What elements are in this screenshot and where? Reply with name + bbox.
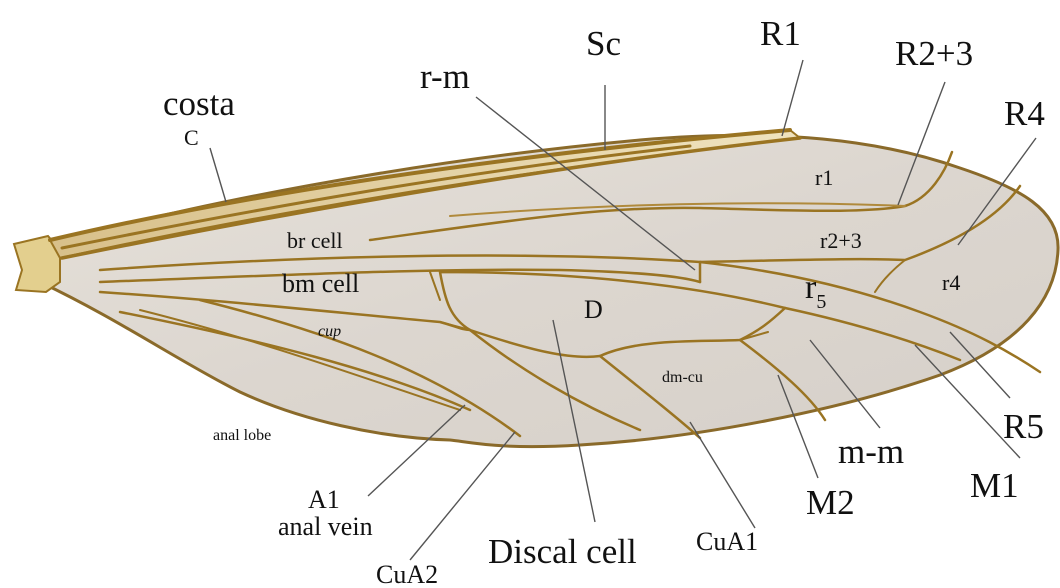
label-br-cell: br cell — [287, 228, 343, 253]
label-r5-cell-sub: 5 — [816, 291, 826, 313]
label-anal-lobe: anal lobe — [213, 427, 271, 444]
label-cua2: CuA2 — [376, 560, 438, 588]
label-m1: M1 — [970, 466, 1019, 505]
label-c: C — [184, 125, 199, 150]
label-r-m: r-m — [420, 57, 470, 96]
label-r1-cell: r1 — [815, 165, 833, 190]
label-cup: cup — [318, 323, 341, 340]
label-costa: costa — [163, 84, 235, 123]
label-r5-vein: R5 — [1003, 407, 1044, 446]
label-sc: Sc — [586, 24, 621, 63]
label-r1-vein: R1 — [760, 14, 801, 53]
label-r4-vein: R4 — [1004, 94, 1045, 133]
label-discal-cell: Discal cell — [488, 532, 637, 571]
label-anal-vein: anal vein — [278, 512, 373, 541]
label-cua1: CuA1 — [696, 527, 758, 556]
label-r2-3-vein: R2+3 — [895, 34, 973, 73]
label-r4-cell: r4 — [942, 270, 960, 295]
label-dm-cu: dm-cu — [662, 369, 703, 386]
wing-membrane — [40, 135, 1058, 446]
label-d: D — [584, 295, 603, 324]
label-bm-cell: bm cell — [282, 269, 359, 298]
label-r5-cell-main: r — [805, 269, 817, 306]
label-m-m: m-m — [838, 432, 904, 471]
label-a1: A1 — [308, 485, 340, 514]
label-r2-3-cell: r2+3 — [820, 228, 862, 253]
label-m2: M2 — [806, 483, 855, 522]
